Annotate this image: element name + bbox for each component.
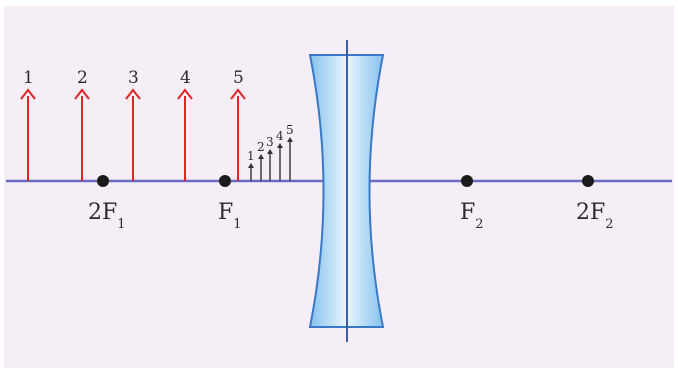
focal-label-2f2: 2F2 [576,200,614,232]
focal-point-2f2 [582,175,594,187]
object-arrows: 1 2 3 4 5 [20,68,246,181]
image-arrow-1: 1 [247,149,255,181]
object-arrow-1: 1 [20,68,36,181]
object-arrow-4: 4 [177,68,193,181]
image-arrow-3: 3 [266,135,274,181]
image-label-5: 5 [286,123,294,137]
object-label-4: 4 [180,68,191,88]
focal-label-f2: F2 [460,200,484,232]
image-label-4: 4 [276,129,284,143]
image-label-1: 1 [247,149,255,163]
object-arrow-2: 2 [74,68,90,181]
image-arrow-4: 4 [276,129,284,181]
focal-point-2f1 [97,175,109,187]
image-arrow-2: 2 [257,140,265,181]
object-label-2: 2 [77,68,88,88]
object-arrow-5: 5 [230,68,246,181]
object-arrow-3: 3 [125,68,141,181]
object-label-1: 1 [23,68,34,88]
object-label-5: 5 [233,68,244,88]
focal-label-f1: F1 [218,200,242,232]
image-arrow-5: 5 [286,123,294,181]
image-label-3: 3 [266,135,274,149]
focal-point-f2 [461,175,473,187]
image-label-2: 2 [257,140,265,154]
focal-label-2f1: 2F1 [88,200,126,232]
focal-point-f1 [219,175,231,187]
object-label-3: 3 [128,68,139,88]
